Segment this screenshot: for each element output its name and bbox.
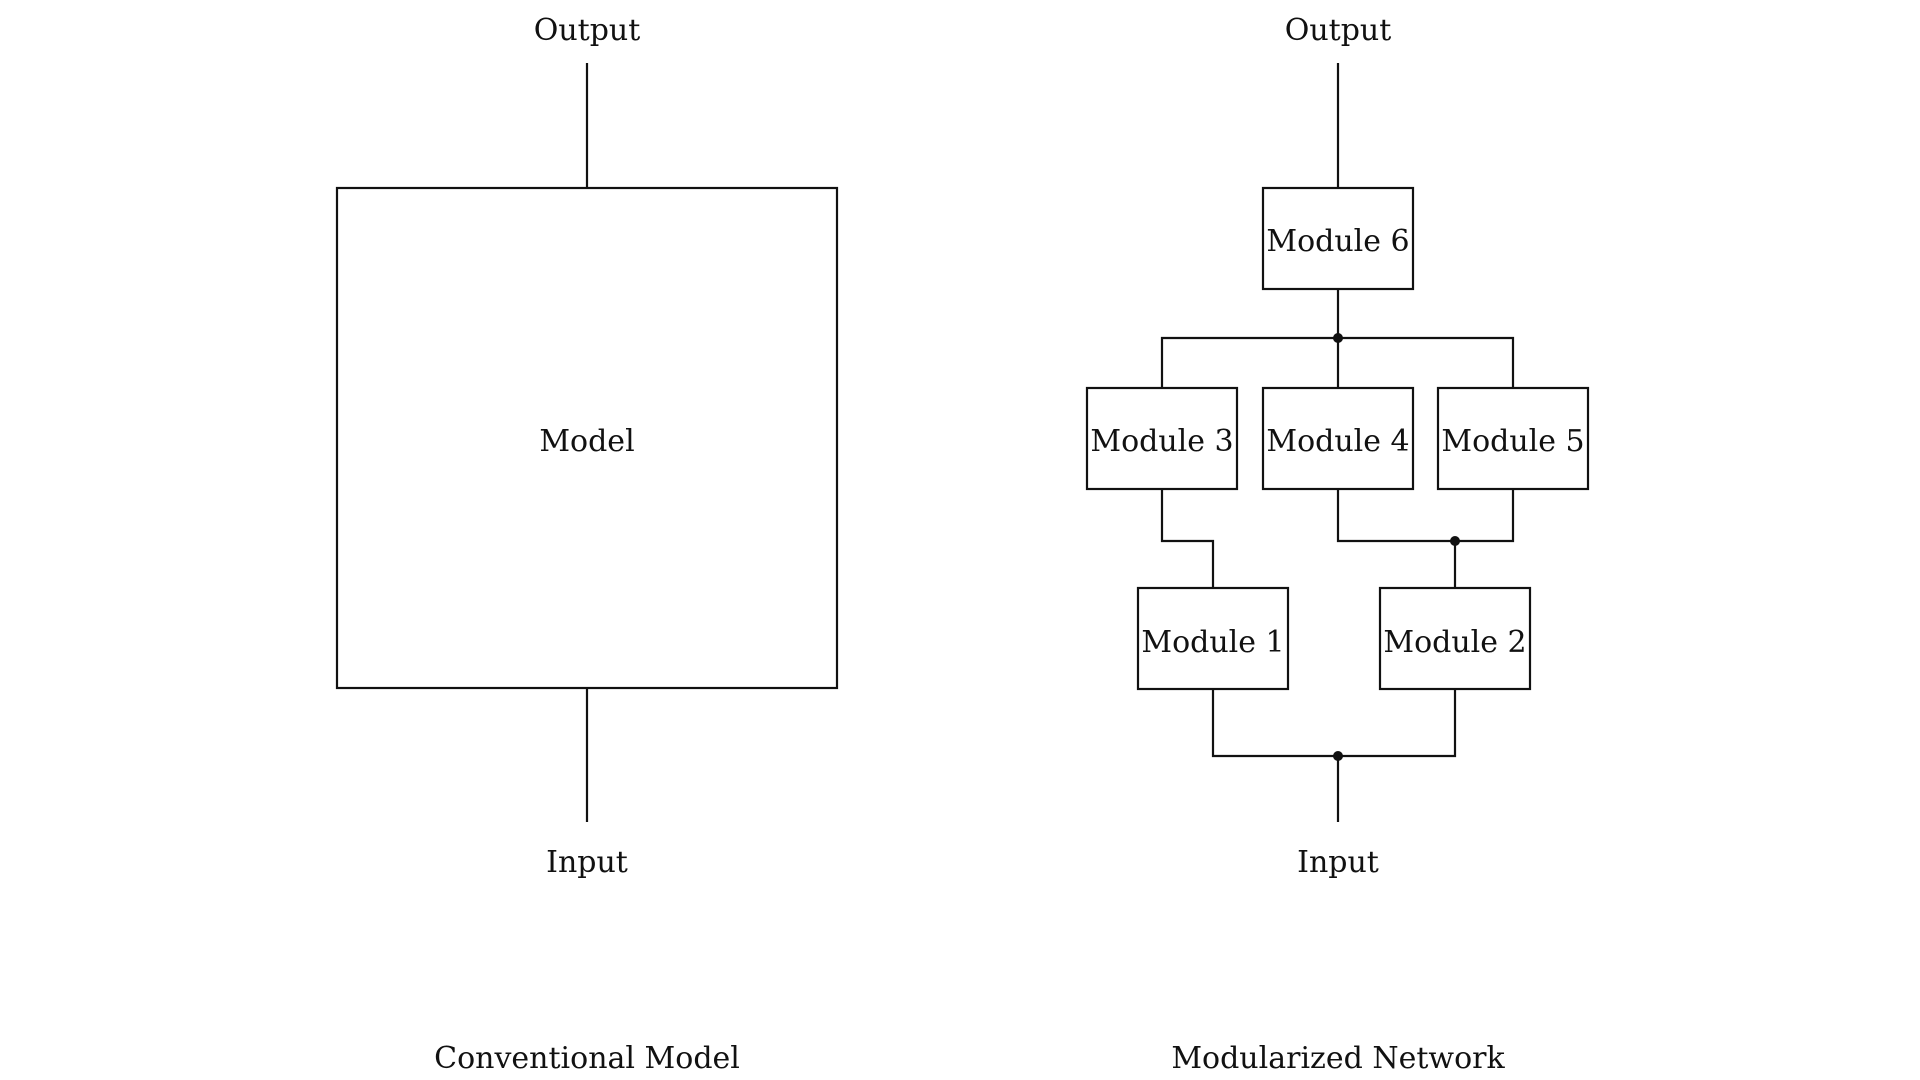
module-3-label: Module 3: [1090, 424, 1233, 459]
conventional-model-caption: Conventional Model: [434, 1041, 740, 1076]
module-2-box: [1378, 586, 1532, 691]
module-6-label: Module 6: [1266, 224, 1409, 259]
right-output-label: Output: [1285, 13, 1392, 48]
module-2-fanout-connector: [1336, 489, 1515, 588]
module-2-junction-dot: [1450, 536, 1460, 546]
module-1-box: [1136, 586, 1290, 691]
module-5-label: Module 5: [1441, 424, 1584, 459]
module-4-label: Module 4: [1266, 424, 1409, 459]
modularized-network-caption: Modularized Network: [1171, 1041, 1505, 1076]
module-1-label: Module 1: [1141, 625, 1284, 660]
module-6-junction-dot: [1333, 333, 1343, 343]
module-1-to-module-3-connector: [1160, 489, 1215, 588]
module-2-label: Module 2: [1383, 625, 1526, 660]
model-label: Model: [539, 424, 634, 459]
left-input-label: Input: [546, 845, 628, 880]
modularized-network-panel: Output Module 6 Module 3 Module 4 Module…: [1085, 13, 1590, 1076]
input-junction-dot: [1333, 751, 1343, 761]
module-4-box: [1261, 386, 1415, 491]
module-3-box: [1085, 386, 1239, 491]
module-6-box: [1261, 186, 1415, 291]
left-output-label: Output: [534, 13, 641, 48]
right-input-label: Input: [1297, 845, 1379, 880]
conventional-model-panel: Output Model Input Conventional Model: [335, 13, 839, 1076]
module-5-box: [1436, 386, 1590, 491]
